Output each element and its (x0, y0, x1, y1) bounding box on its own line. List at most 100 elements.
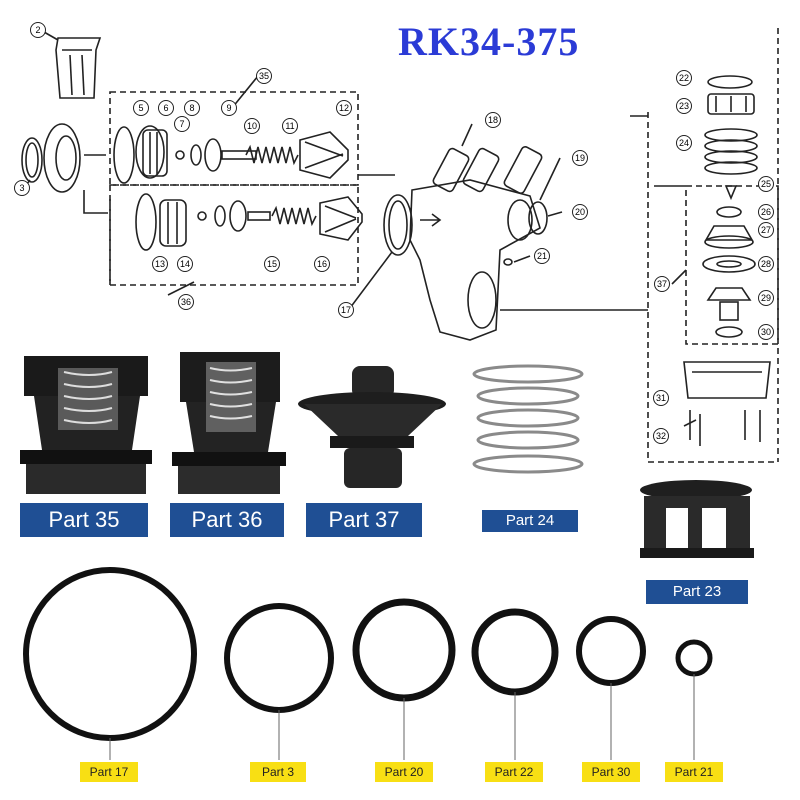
part-2-cap (55, 37, 102, 99)
callout-number-26: 26 (761, 207, 771, 217)
callout-circle-27 (758, 222, 774, 238)
callout-number-6: 6 (163, 103, 168, 113)
callout-circle-29 (758, 290, 774, 306)
part-17-oring-photo (23, 567, 197, 741)
callout-number-18: 18 (488, 115, 498, 125)
part-30-oring-photo (576, 616, 646, 686)
callout-number-30: 30 (761, 327, 771, 337)
callout-circle-26 (758, 204, 774, 220)
callout-circle-36 (178, 294, 194, 310)
callout-circle-8 (184, 100, 200, 116)
callout-number-36: 36 (181, 297, 191, 307)
callout-number-27: 27 (761, 225, 771, 235)
part-24-spring-drawing (704, 128, 758, 142)
callout-number-9: 9 (226, 103, 231, 113)
callout-number-8: 8 (189, 103, 194, 113)
callout-circle-2 (30, 22, 46, 38)
label-part-22: Part 22 (485, 762, 543, 782)
callout-circle-3 (14, 180, 30, 196)
part-36-photo (172, 352, 286, 494)
callout-number-13: 13 (155, 259, 165, 269)
callout-circle-10 (244, 118, 260, 134)
callout-circle-13 (152, 256, 168, 272)
part-20-oring-photo (352, 598, 456, 702)
callout-circle-31 (653, 390, 669, 406)
callout-circle-6 (158, 100, 174, 116)
part-24-spring-photo (472, 364, 584, 474)
part-23-photo (640, 480, 754, 558)
callout-circle-22 (676, 70, 692, 86)
label-part-3: Part 3 (250, 762, 306, 782)
callout-circle-14 (177, 256, 193, 272)
callout-number-15: 15 (267, 259, 277, 269)
callout-number-17: 17 (341, 305, 351, 315)
callout-number-20: 20 (575, 207, 585, 217)
callout-circle-11 (282, 118, 298, 134)
callout-circle-28 (758, 256, 774, 272)
part-3-oring-drawing (21, 137, 43, 183)
part-16-cage-drawing (319, 196, 363, 241)
callout-number-16: 16 (317, 259, 327, 269)
callout-number-5: 5 (138, 103, 143, 113)
callout-circle-5 (133, 100, 149, 116)
part-22-drawing (707, 75, 753, 89)
callout-circle-7 (174, 116, 190, 132)
part-31-cap-drawing (683, 361, 771, 399)
callout-number-10: 10 (247, 121, 257, 131)
part-20-oring-drawing (528, 201, 548, 235)
callout-number-31: 31 (656, 393, 666, 403)
callout-circle-12 (336, 100, 352, 116)
callout-circle-32 (653, 428, 669, 444)
part-37-photo (298, 366, 446, 488)
label-part-21: Part 21 (665, 762, 723, 782)
label-part-37: Part 37 (306, 503, 422, 537)
part-35-photo (20, 356, 152, 494)
callout-number-25: 25 (761, 179, 771, 189)
callout-number-2: 2 (35, 25, 40, 35)
callout-circle-17 (338, 302, 354, 318)
callout-number-24: 24 (679, 138, 689, 148)
part-11-spring-drawing (245, 144, 299, 166)
part-5-drawing (113, 126, 135, 184)
callout-circle-24 (676, 135, 692, 151)
label-part-17: Part 17 (80, 762, 138, 782)
callout-number-35: 35 (259, 71, 269, 81)
label-part-30: Part 30 (582, 762, 640, 782)
callout-number-7: 7 (179, 119, 184, 129)
part-17-oring-drawing (383, 194, 413, 256)
callout-circle-16 (314, 256, 330, 272)
callout-number-28: 28 (761, 259, 771, 269)
callout-circle-19 (572, 150, 588, 166)
callout-number-11: 11 (285, 121, 294, 131)
part-12-cage-drawing (299, 131, 349, 179)
callout-number-22: 22 (679, 73, 689, 83)
callout-number-23: 23 (679, 101, 689, 111)
callout-number-19: 19 (575, 153, 585, 163)
callout-number-37: 37 (657, 279, 667, 289)
callout-circle-15 (264, 256, 280, 272)
callout-circle-35 (256, 68, 272, 84)
label-part-20: Part 20 (375, 762, 433, 782)
callout-circle-37 (654, 276, 670, 292)
callout-number-29: 29 (761, 293, 771, 303)
callout-circle-18 (485, 112, 501, 128)
callout-number-12: 12 (339, 103, 349, 113)
part-21-oring-photo (675, 639, 713, 677)
callout-circle-9 (221, 100, 237, 116)
label-part-36: Part 36 (170, 503, 284, 537)
part-27-drawing (704, 225, 754, 241)
label-part-35: Part 35 (20, 503, 148, 537)
callout-circle-23 (676, 98, 692, 114)
label-part-24: Part 24 (482, 510, 578, 532)
product-title: RK34-375 (398, 19, 580, 64)
callout-circle-30 (758, 324, 774, 340)
callout-circle-20 (572, 204, 588, 220)
part-22-oring-photo (471, 608, 559, 696)
label-part-23: Part 23 (646, 580, 748, 604)
callout-number-21: 21 (537, 251, 547, 261)
callout-number-3: 3 (19, 183, 24, 193)
callout-circle-25 (758, 176, 774, 192)
housing-flange-drawing (43, 123, 81, 193)
